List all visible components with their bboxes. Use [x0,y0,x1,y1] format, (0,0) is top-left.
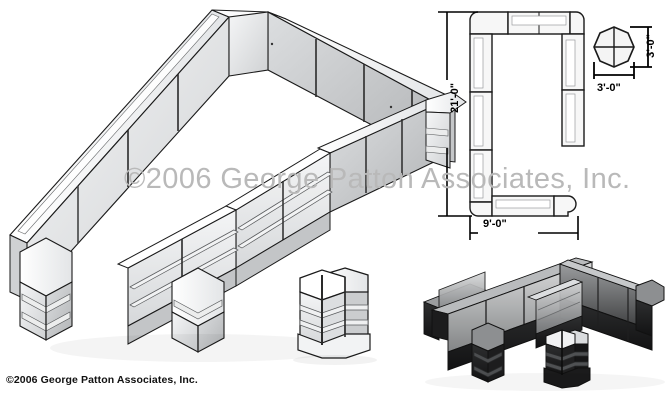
iso-left-corner-unit [19,237,73,341]
iso-right-corner-unit [171,267,225,353]
iso-back-corner-unit [425,91,467,169]
plan-outline [469,11,585,217]
dark-tower-showcase [543,329,591,389]
corner-width-dimension-label: 3'-0" [597,82,621,94]
iso-left-back-run [9,9,230,302]
corner-detail-plan [593,26,652,79]
copyright-notice: ©2006 George Patton Associates, Inc. [6,374,198,386]
dark-corner-unit-left [471,322,505,383]
corner-depth-dimension-label: 3'-0" [644,34,657,58]
plan-dimension-lines [438,11,579,240]
plan-width-dimension-label: 9'-0" [483,218,507,230]
dark-corner-unit-right [635,279,665,337]
plan-height-dimension-label: 21'-0" [448,83,461,113]
